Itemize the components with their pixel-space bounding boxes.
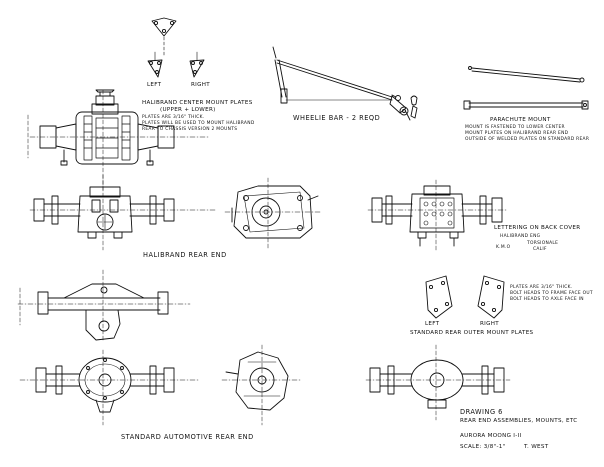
drawing-scale: Scale: 3/8"-1" bbox=[460, 444, 506, 450]
lettering-kmo: K.M.O bbox=[496, 245, 511, 250]
standard-rear-end-side-view bbox=[221, 344, 303, 426]
lettering-back-cover-title: Lettering On Back Cover bbox=[494, 225, 581, 231]
mount-plate-right-label-top: Right bbox=[191, 82, 210, 88]
halibrand-rear-end-label: Halibrand Rear End bbox=[143, 251, 227, 259]
mount-plate-right-label-bottom: Right bbox=[480, 321, 499, 327]
mount-plate-left-label-bottom: Left bbox=[425, 321, 440, 327]
lettering-torsionale: Torsionale bbox=[527, 241, 559, 246]
outer-plates-note-2: Bolt Heads To Frame Face Out bbox=[510, 291, 593, 296]
outer-plates-note-1: Plates Are 3/16" Thick. bbox=[510, 285, 573, 290]
halibrand-plates-note-1: Plates Are 3/16" Thick. bbox=[142, 115, 205, 120]
mount-plate-left-label-top: Left bbox=[147, 82, 162, 88]
standard-outer-plate-left bbox=[425, 275, 453, 319]
halibrand-rear-end-back-cover bbox=[367, 179, 507, 253]
drawing-author: T. West bbox=[524, 444, 549, 450]
outer-plates-note-3: Bolt Heads To Axle Face In bbox=[510, 297, 584, 302]
standard-outer-plate-right bbox=[477, 275, 505, 319]
halibrand-center-plate-right bbox=[189, 59, 205, 78]
lettering-halibrand: Halibrand Eng bbox=[500, 234, 541, 239]
halibrand-center-plate-left bbox=[147, 59, 163, 78]
parachute-mount bbox=[463, 66, 589, 110]
halibrand-plates-title: Halibrand Center Mount Plates bbox=[142, 100, 253, 106]
halibrand-plates-subtitle: (Upper + Lower) bbox=[160, 107, 216, 113]
halibrand-plates-note-2: Plates Will Be Used To Mount Halibrand bbox=[142, 121, 255, 126]
parachute-mount-note-2: Mount Plates On Halibrand Rear End bbox=[465, 131, 569, 136]
standard-rear-end-label: Standard Automotive Rear End bbox=[121, 433, 254, 441]
standard-outer-plates-label: Standard Rear Outer Mount Plates bbox=[410, 330, 534, 336]
halibrand-plates-note-3: Rear To Chassis Version 2 Mounts bbox=[142, 127, 238, 132]
wheelie-bar-label: Wheelie Bar - 2 Reqd bbox=[293, 114, 381, 122]
standard-rear-end-rear-view bbox=[19, 349, 201, 426]
standard-rear-end-back-view bbox=[365, 344, 511, 421]
halibrand-center-plate-upper bbox=[151, 17, 177, 37]
halibrand-rear-end-top-view bbox=[27, 89, 211, 191]
wheelie-bar bbox=[272, 46, 418, 121]
lettering-calif: Calif bbox=[533, 247, 547, 252]
drawing-number: Drawing 6 bbox=[460, 408, 503, 416]
drawing-title: Rear End Assemblies, Mounts, Etc bbox=[460, 418, 578, 424]
halibrand-rear-end-side-view bbox=[224, 177, 321, 249]
parachute-mount-title: Parachute Mount bbox=[490, 117, 551, 123]
standard-rear-end-top-view bbox=[17, 269, 191, 341]
parachute-mount-note-1: Mount Is Fastened To Lower Center bbox=[465, 125, 565, 130]
halibrand-rear-end-rear-view bbox=[29, 174, 216, 251]
project-name: Aurora Moong I-II bbox=[460, 433, 522, 439]
parachute-mount-note-3: Outside Of Welded Plates On Standard Rea… bbox=[465, 137, 590, 142]
